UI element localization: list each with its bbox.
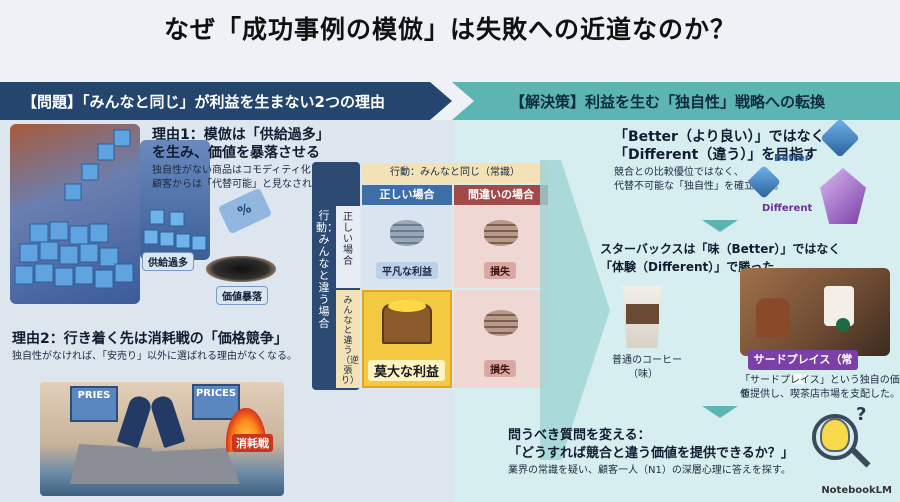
solution1-desc-line1: 競合との比較優位ではなく、 xyxy=(614,167,744,178)
question-mark-icon: ? xyxy=(856,404,867,425)
huge-profit-label: 莫大な利益 xyxy=(368,360,446,381)
war-of-attrition-label: 消耗戦 xyxy=(232,434,273,452)
matrix-col-wrong: 間違いの場合 xyxy=(454,185,548,205)
gold-coins-icon xyxy=(388,300,426,312)
matrix-row1-label: 正しい場合 xyxy=(343,212,353,267)
solution2-desc-line2: を提供し、喫茶店市場を支配した。 xyxy=(740,389,900,400)
coffee-label-line2: （味） xyxy=(628,369,658,380)
rock-right xyxy=(150,448,240,484)
loss-label-1: 損失 xyxy=(484,262,516,279)
problem-banner-text: 【問題】「みんなと同じ」が利益を生まない2つの理由 xyxy=(22,93,385,111)
oversupply-market-illustration xyxy=(10,124,140,304)
coffee-label-line1: 普通のコーヒー xyxy=(612,355,682,366)
matrix-col-correct: 正しい場合 xyxy=(362,185,452,205)
value-crash-tag: 価値暴落 xyxy=(216,286,268,305)
conveyor-boxes-graphic xyxy=(143,209,207,251)
rock-left xyxy=(70,444,160,484)
solution2-title-line2: 「体験（Different）」で勝った xyxy=(600,260,775,274)
starbucks-logo-icon xyxy=(836,318,850,332)
coffee-cup-band xyxy=(626,304,659,324)
oversupply-tag: 供給過多 xyxy=(142,252,194,271)
notebooklm-logo: NotebookLM xyxy=(821,485,892,496)
ordinary-profit-label: 平凡な利益 xyxy=(376,262,438,279)
page-title: なぜ「成功事例の模倣」は失敗への近道なのか？ xyxy=(163,15,736,44)
conveyor-illustration xyxy=(140,140,210,260)
armchair-icon xyxy=(756,298,790,338)
loss-label-2: 損失 xyxy=(484,360,516,377)
matrix-side-label: 行動：みんなと違う場合 xyxy=(316,209,338,330)
problem-banner xyxy=(0,82,452,120)
matrix-cell-ordinary-profit: 平凡な利益 xyxy=(362,206,452,288)
matrix-cell-huge-profit: 莫大な利益 xyxy=(362,290,452,388)
different-label: Different xyxy=(762,203,813,214)
prices-sign-left: PRIES xyxy=(70,386,118,422)
solution-banner xyxy=(452,82,900,120)
solution1-title-line1: 「Better（より良い）」ではなく xyxy=(614,129,825,145)
reason1-desc-line2: 顧客からは「代替可能」と見なされる。 xyxy=(152,179,332,190)
reason1-desc-line1: 独自性がない商品はコモディティ化し、 xyxy=(152,165,331,176)
matrix-cell-loss-2: 損失 xyxy=(454,290,548,388)
better-label: Better xyxy=(774,153,810,164)
broken-coins-icon-2 xyxy=(484,310,518,336)
reason2-title: 理由2：行き着く先は消耗戦の「価格競争」 xyxy=(12,331,288,347)
reason2-desc: 独自性がなければ、「安売り」以外に選ばれる理由がなくなる。 xyxy=(12,351,297,362)
broken-coins-icon xyxy=(484,220,518,246)
solution2-title-line1: スターバックスは「味（Better）」ではなく xyxy=(600,242,841,256)
reason1-title-line1: 理由1：模倣は「供給過多」 xyxy=(152,127,330,143)
magnifier-icon xyxy=(812,414,858,460)
matrix-row2-label: みんなと違う（逆張り） xyxy=(341,296,360,386)
sinkhole-illustration xyxy=(206,256,276,282)
silver-coins-icon xyxy=(390,220,424,246)
question-desc: 業界の常識を疑い、顧客一人（N1）の深層心理に答えを探す。 xyxy=(508,465,791,476)
solution-banner-text: 【解決策】利益を生む「独自性」戦略への転換 xyxy=(510,93,826,111)
third-place-label: サードプレイス（常識） xyxy=(748,350,858,386)
cafe-scene-illustration xyxy=(740,268,890,356)
matrix-top-label: 行動：みんなと同じ（常識） xyxy=(362,163,548,183)
box-pile-graphic xyxy=(14,129,134,289)
treasure-chest-icon xyxy=(382,300,432,344)
solution1-title-line2: 「Different（違う）」を目指す xyxy=(614,147,818,163)
solution2-desc-line1: 「サードプレイス」という独自の価値 xyxy=(740,375,900,400)
solution1-desc-line2: 代替不可能な「独自性」を確立する。 xyxy=(614,181,784,192)
matrix-row1-header xyxy=(336,206,360,288)
reason1-title-line2: を生み、価値を暴落させる xyxy=(152,145,320,161)
matrix-cell-loss-1: 損失 xyxy=(454,206,548,288)
question-line2: 「どうすれば競合と違う価値を提供できるか？」 xyxy=(508,446,794,461)
question-line1: 問うべき質問を変える： xyxy=(508,428,651,443)
matrix-row2-header xyxy=(336,290,360,388)
